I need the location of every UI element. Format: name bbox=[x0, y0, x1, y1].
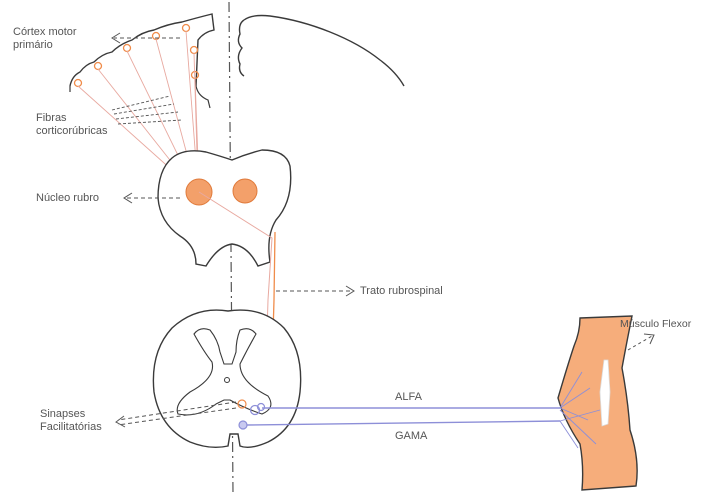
fibers-label-line1: Fibras bbox=[36, 112, 108, 125]
cortex-left-outline bbox=[70, 14, 214, 86]
synapses-label-line1: Sinapses bbox=[40, 408, 102, 421]
alpha-label: ALFA bbox=[395, 391, 422, 404]
muscle-label: Músculo Flexor bbox=[620, 318, 691, 331]
gamma-fiber bbox=[247, 421, 560, 425]
cortex-label-line1: Córtex motor bbox=[13, 26, 77, 39]
tract-label: Trato rubrospinal bbox=[360, 285, 443, 298]
red-nucleus-label: Núcleo rubro bbox=[36, 192, 99, 205]
cortex-label: Córtex motor primário bbox=[13, 26, 77, 52]
cortex-neurons bbox=[75, 25, 199, 87]
cortex-left-folds bbox=[70, 86, 210, 108]
fibers-label-line2: corticorúbricas bbox=[36, 125, 108, 138]
synapses-label-line2: Facilitatórias bbox=[40, 421, 102, 434]
cortex-label-line2: primário bbox=[13, 39, 77, 52]
cortex-right-gyrus bbox=[238, 20, 244, 76]
gamma-label: GAMA bbox=[395, 430, 427, 443]
cortex-right-outline bbox=[244, 16, 404, 87]
synapses-label: Sinapses Facilitatórias bbox=[40, 408, 102, 434]
spinal-cord-section bbox=[153, 310, 300, 447]
fibers-label: Fibras corticorúbricas bbox=[36, 112, 108, 138]
red-nucleus-right bbox=[233, 179, 257, 203]
flexor-muscle bbox=[558, 316, 637, 490]
